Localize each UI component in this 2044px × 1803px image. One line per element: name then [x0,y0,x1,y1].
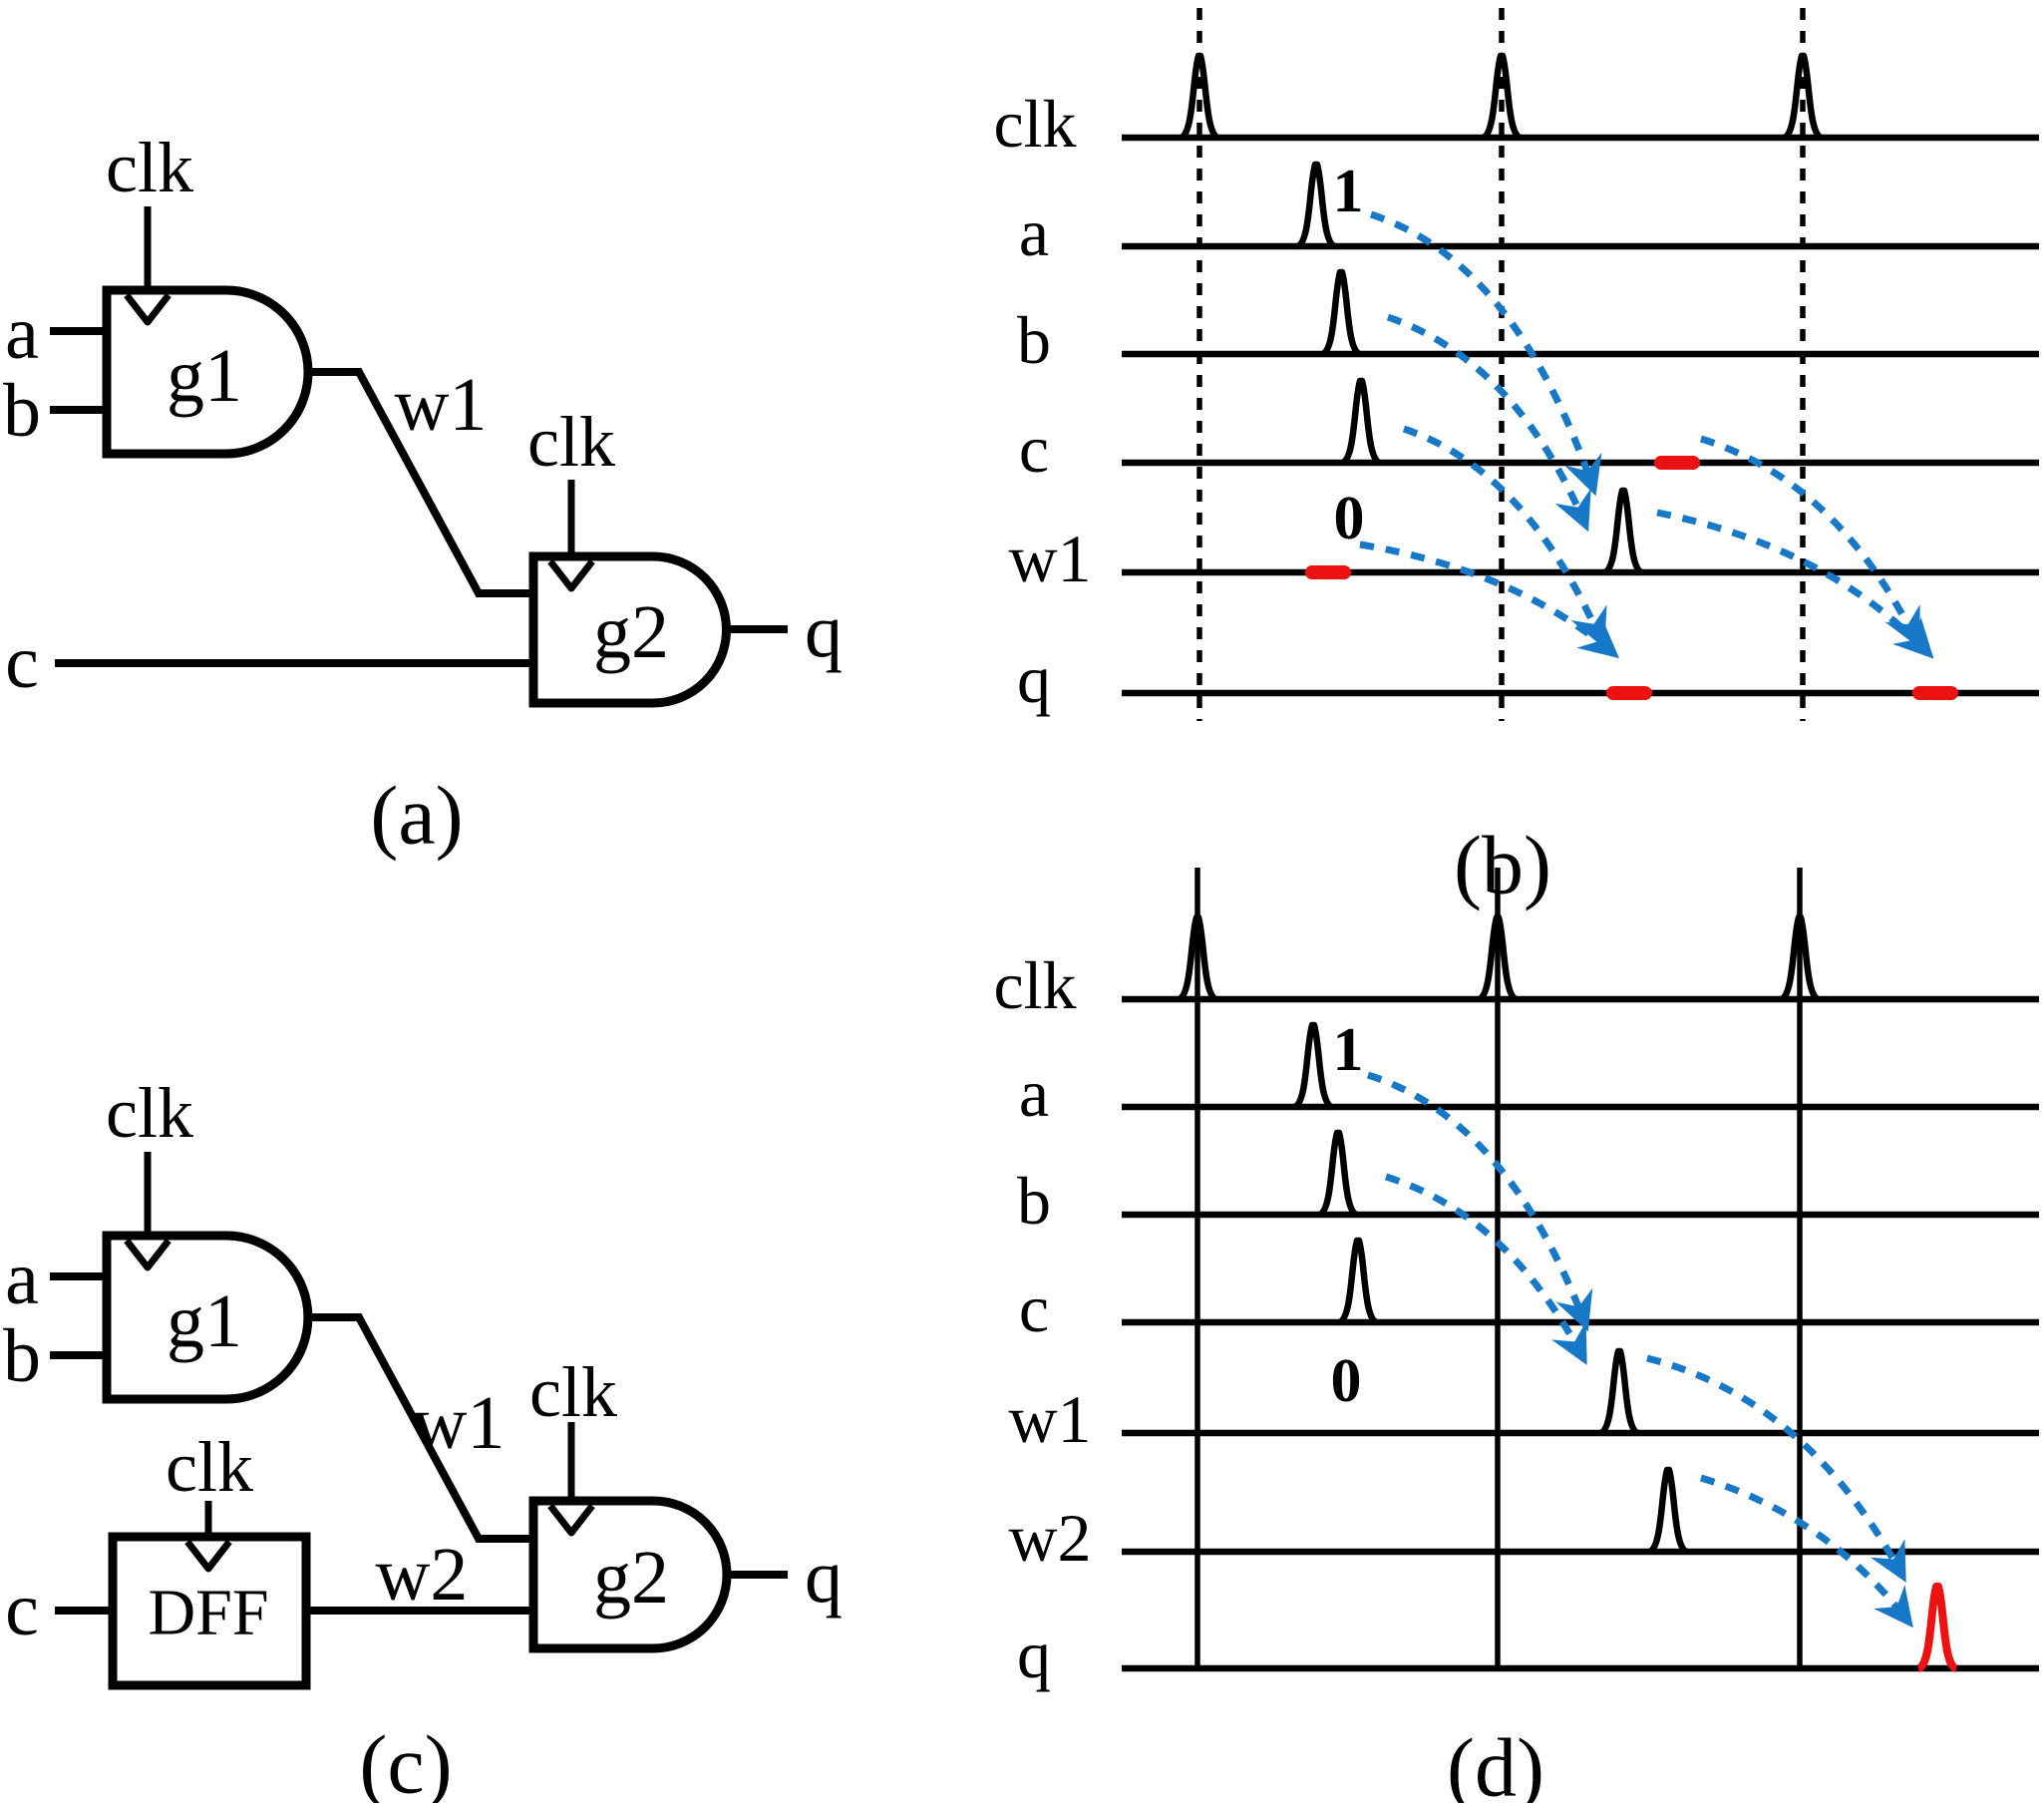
signal-label-c: c [1019,1270,1049,1346]
clk-arrowhead-icon [184,1539,232,1573]
timing-panel-b: clk abc w1 q 1 0 (b) [993,8,2039,912]
port-label-c: c [5,1568,39,1651]
clk-arrowhead-icon [547,558,595,592]
causality-arrow [1402,425,1607,649]
signal-label-q: q [1017,641,1051,717]
signal-label-a: a [1019,1055,1049,1131]
clk-label: clk [527,402,615,482]
clk-arrowhead-icon [124,1238,171,1271]
pulse-w1 [1602,487,1644,576]
causality-arrow [1646,1354,1906,1583]
dff-label: DFF [148,1577,268,1649]
clk-arrowhead-icon [124,292,171,326]
circuit-panel-c: g1 g2 DFF clk clk clk ab c q w1 w2 (c) [3,1073,843,1803]
pulse-a [1292,1021,1334,1111]
pulse-clk [1782,52,1824,142]
causality-arrow [1384,1173,1587,1365]
panel-caption-c: (c) [359,1719,452,1803]
and-gate-g1 [102,1231,313,1404]
wire-w1 [308,1313,533,1543]
causality-arrow [1359,541,1619,659]
pulse-clk [1779,913,1821,1003]
clk-label: clk [166,1427,253,1507]
port-label-q: q [805,589,843,673]
wire-w1 [308,368,533,597]
causality-arrow [1656,509,1934,659]
signal-label-q: q [1017,1617,1051,1692]
causality-arrow [1699,435,1920,649]
pulse-clk [1179,52,1220,142]
causality-arrow [1699,1474,1913,1628]
gate-label-g1: g1 [167,1279,242,1363]
zero-value-mark-w1 [1305,565,1351,579]
causality-arrow [1386,313,1591,533]
bit-value-label: 1 [1333,1016,1364,1084]
signal-label-c: c [1019,411,1049,487]
causality-arrow [1369,210,1602,497]
pulse-clk [1177,913,1218,1003]
port-label-b: b [3,369,41,453]
panel-caption-a: (a) [370,770,463,863]
signal-label-a: a [1019,194,1049,270]
glitch-pulse-q [1915,1583,1959,1672]
port-label-w2: w2 [376,1533,469,1617]
port-label-b: b [3,1314,41,1398]
port-label-c: c [5,620,39,704]
pulse-w1 [1598,1347,1640,1437]
bit-value-label: 1 [1333,158,1364,225]
panel-caption-d: (d) [1447,1722,1544,1803]
port-label-w1: w1 [413,1381,506,1465]
pulse-clk [1481,52,1523,142]
clk-label: clk [106,128,193,207]
pulse-a [1295,161,1337,250]
and-gate-g2 [528,551,731,708]
pulse-c [1337,1237,1379,1326]
signal-label-clk: clk [993,86,1076,162]
gate-label-g2: g2 [593,590,669,674]
pulse-b [1320,268,1362,358]
port-label-a: a [5,291,39,375]
pulse-clk [1477,913,1519,1003]
panel-caption-b: (b) [1454,820,1551,912]
and-gate-g1 [102,285,313,459]
gate-label-g1: g1 [167,334,242,418]
zero-value-mark-c [1654,456,1700,470]
port-label-q: q [805,1535,843,1619]
bit-value-label: 0 [1331,1347,1362,1415]
circuit-panel-a: g1 g2 clk clk ab c q w1 (a) [3,128,843,863]
causality-arrow [1366,1071,1593,1332]
zero-value-mark-q [1912,686,1958,700]
signal-label-w1: w1 [1008,521,1091,596]
and-gate-g2 [528,1496,732,1653]
port-label-w1: w1 [395,363,488,447]
signal-label-w1: w1 [1008,1381,1091,1457]
timing-panel-d: clk abc w1 w2 q 1 0 (d) [993,868,2039,1803]
port-label-a: a [5,1237,39,1320]
clk-arrowhead-icon [547,1503,595,1537]
pulse-c [1340,377,1382,467]
signal-label-b: b [1017,302,1051,378]
signal-label-clk: clk [993,947,1076,1023]
pulse-w2 [1647,1466,1689,1556]
zero-value-mark-q [1606,686,1652,700]
bit-value-label: 0 [1334,485,1365,552]
clk-label: clk [106,1073,193,1153]
pulse-b [1317,1129,1359,1219]
signal-label-w2: w2 [1008,1500,1091,1576]
signal-label-b: b [1017,1163,1051,1239]
clk-label: clk [529,1352,617,1432]
gate-label-g2: g2 [593,1536,669,1620]
